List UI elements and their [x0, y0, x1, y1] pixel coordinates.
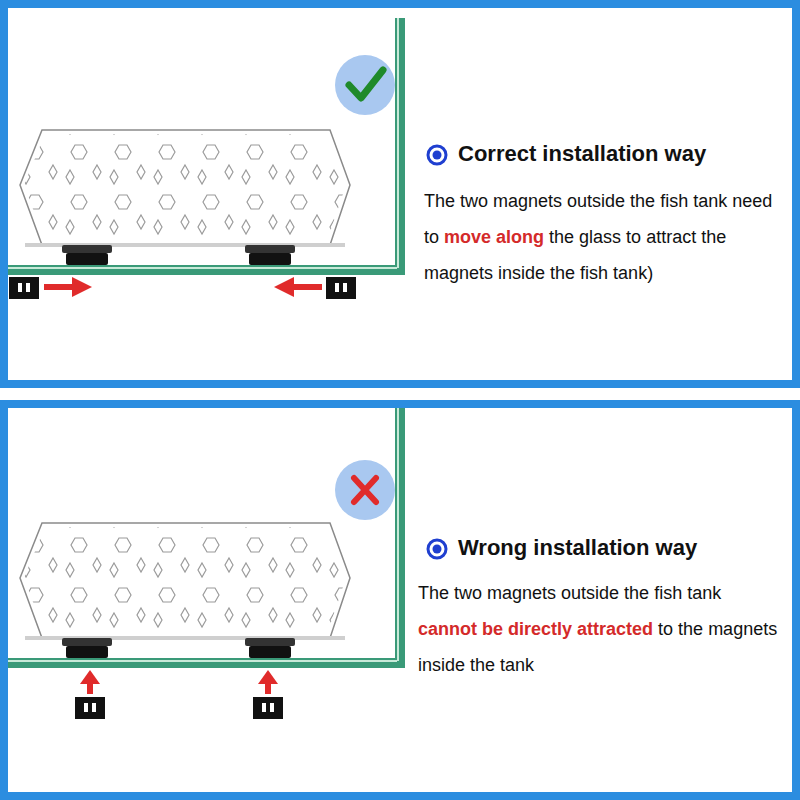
tank-glass [8, 408, 405, 668]
cross-badge [335, 460, 395, 520]
panel-frame [4, 404, 796, 796]
emphasis-text: move along [444, 227, 544, 247]
description-text: The two magnets outside the fish tank ne… [424, 183, 786, 291]
outer-magnet [326, 277, 356, 299]
section-heading: Wrong installation way [458, 535, 697, 561]
emphasis-text: cannot be directly attracted [418, 619, 653, 639]
acrylic-plate [20, 523, 350, 658]
description-text: The two magnets outside the fish tank ca… [418, 575, 780, 683]
body-text: The two magnets outside the fish tank [418, 583, 721, 603]
red-arrow [80, 670, 278, 694]
acrylic-plate [20, 130, 350, 265]
tank-glass [8, 18, 405, 275]
check-badge [335, 55, 395, 115]
outer-magnet [253, 697, 283, 719]
cross-mark [354, 478, 376, 502]
section-heading: Correct installation way [458, 141, 706, 167]
outer-magnet [75, 697, 105, 719]
outer-magnet [9, 277, 39, 299]
red-arrow [44, 277, 322, 297]
panel-frame [4, 4, 796, 384]
check-mark [349, 70, 383, 98]
